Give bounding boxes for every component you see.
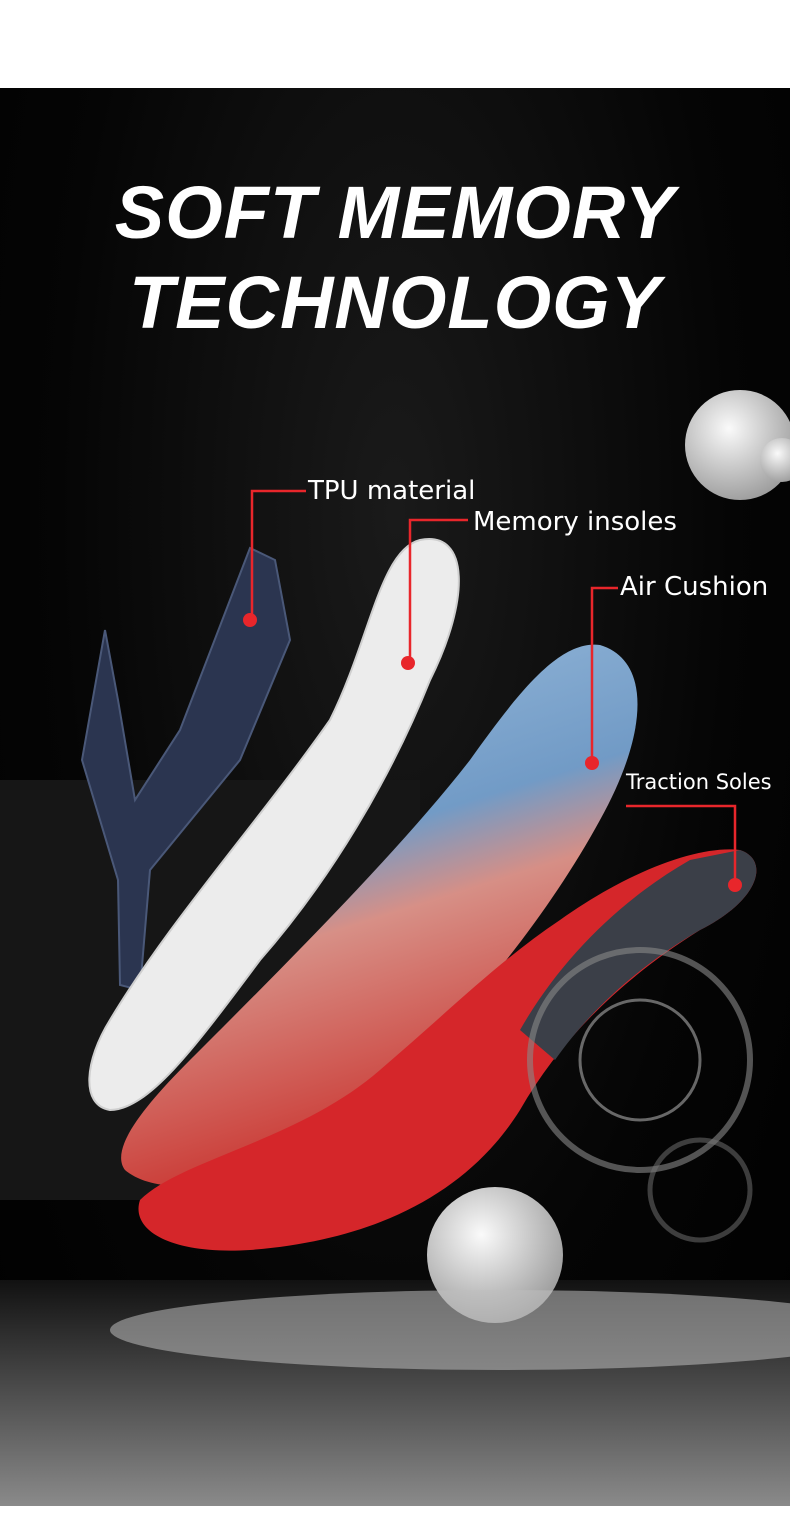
- tech-ring-inner: [578, 998, 702, 1122]
- foam-ball-large: [685, 390, 790, 500]
- tpu-material-layer: [80, 546, 292, 992]
- callout-air-cushion: Air Cushion: [620, 572, 769, 602]
- callout-leaders: [250, 489, 737, 885]
- air-cushion-layer: [121, 644, 638, 1187]
- foam-ball-small: [760, 438, 790, 482]
- callout-traction-soles: Traction Soles: [626, 770, 772, 794]
- callout-dot-air: [585, 756, 599, 770]
- insole-layers-illustration: [0, 390, 790, 1506]
- tech-ring-small: [647, 1137, 753, 1243]
- callout-tpu-material: TPU material: [308, 476, 476, 506]
- traction-sole-toe: [520, 850, 757, 1060]
- callout-dot-memory: [401, 656, 415, 670]
- memory-insole-layer: [88, 538, 460, 1112]
- foam-beads: [110, 1290, 790, 1370]
- tech-ring: [527, 947, 753, 1173]
- callout-memory-insoles: Memory insoles: [473, 507, 677, 537]
- headline-line-2: TECHNOLOGY: [128, 261, 662, 344]
- headline-line-1: SOFT MEMORY: [114, 171, 676, 254]
- callout-dot-traction: [728, 878, 742, 892]
- callout-dot-tpu: [243, 613, 257, 627]
- foam-ball-floor: [427, 1187, 563, 1323]
- product-banner: SOFT MEMORY TECHNOLOGY TPU material Memo…: [0, 88, 790, 1506]
